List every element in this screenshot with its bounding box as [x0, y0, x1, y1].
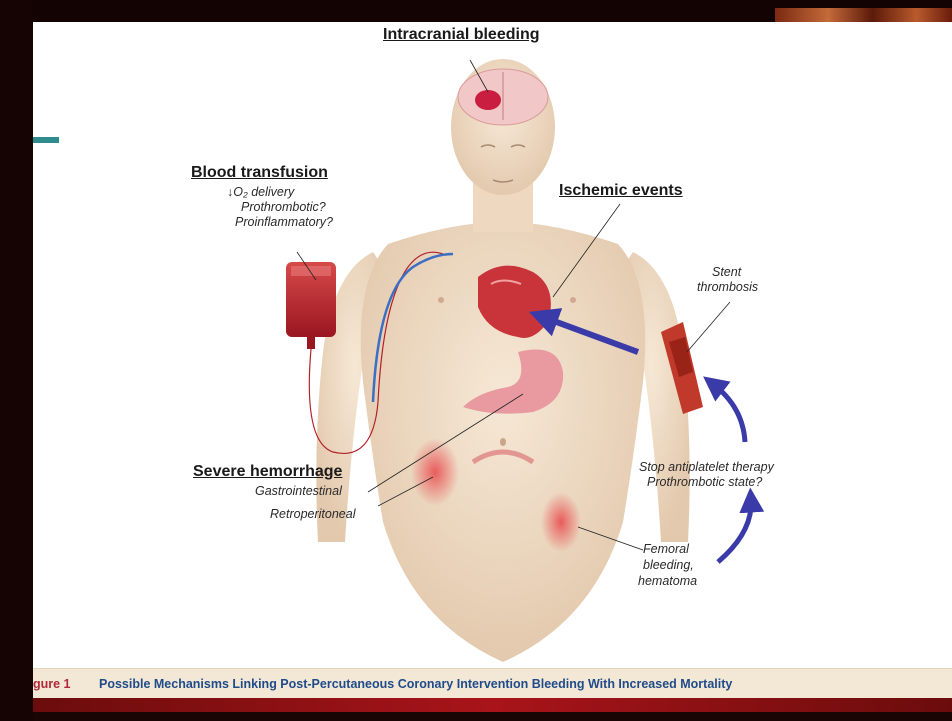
label-stop-antiplatelet: Stop antiplatelet therapy: [639, 460, 774, 475]
slide-bottom-bar: [33, 698, 952, 712]
figure-caption-bar: gure 1 Possible Mechanisms Linking Post-…: [33, 668, 952, 699]
label-gastrointestinal: Gastrointestinal: [255, 484, 342, 499]
human-body: [316, 59, 689, 662]
label-o2-delivery: ↓O₂ delivery: [227, 185, 294, 200]
label-proinflammatory: Proinflammatory?: [235, 215, 333, 230]
label-bleeding: bleeding,: [643, 558, 694, 573]
arrow-to-stent: [713, 384, 745, 442]
label-thrombosis: thrombosis: [697, 280, 758, 295]
label-intracranial-bleeding: Intracranial bleeding: [383, 26, 539, 44]
label-ischemic-events: Ischemic events: [559, 182, 683, 200]
retroperitoneal-bleed: [411, 438, 459, 506]
body-illustration: [33, 22, 952, 712]
slide-left-bar: [0, 0, 33, 721]
label-severe-hemorrhage: Severe hemorrhage: [193, 463, 342, 481]
label-prothrombotic: Prothrombotic?: [241, 200, 326, 215]
label-stent: Stent: [712, 265, 741, 280]
label-hematoma: hematoma: [638, 574, 697, 589]
figure-panel: Intracranial bleeding Blood transfusion …: [33, 22, 952, 712]
figure-number: gure 1: [33, 669, 71, 699]
label-prothrombotic-state: Prothrombotic state?: [647, 475, 762, 490]
label-retroperitoneal: Retroperitoneal: [270, 507, 355, 522]
label-femoral: Femoral: [643, 542, 689, 557]
femoral-bleed: [541, 492, 581, 552]
label-blood-transfusion: Blood transfusion: [191, 164, 328, 182]
figure-title: Possible Mechanisms Linking Post-Percuta…: [99, 669, 732, 699]
blood-bag: [286, 262, 336, 349]
arrow-to-stop: [718, 500, 751, 562]
